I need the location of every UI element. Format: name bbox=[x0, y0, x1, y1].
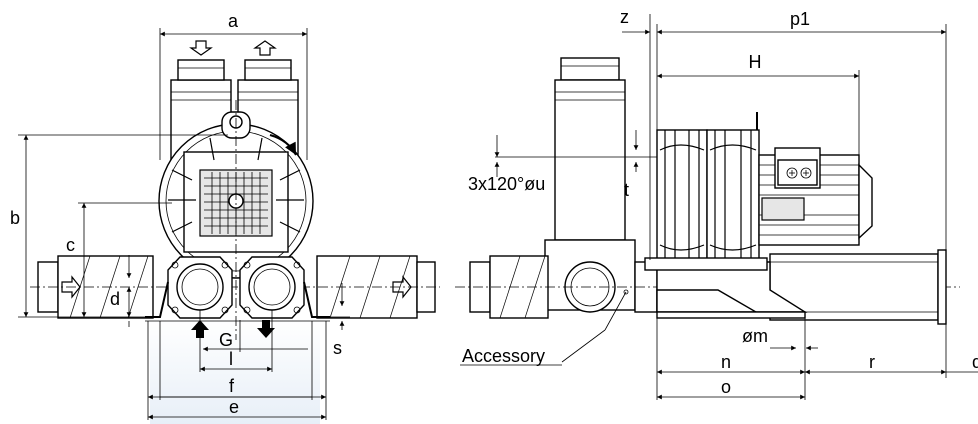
side-blower-stages bbox=[656, 112, 760, 263]
front-blower-housing bbox=[158, 111, 314, 279]
dim-b-label: b bbox=[10, 208, 20, 228]
dim-p1-label: p1 bbox=[790, 9, 810, 29]
terminal-icon bbox=[786, 167, 798, 179]
dim-a-label: a bbox=[228, 11, 239, 31]
dim-bolt-pattern-label: 3x120°øu bbox=[468, 174, 545, 194]
dim-o-label: o bbox=[721, 377, 731, 397]
dim-f-label: f bbox=[229, 376, 235, 396]
accessory-label: Accessory bbox=[462, 346, 545, 366]
side-filter bbox=[554, 57, 626, 241]
side-view bbox=[455, 57, 960, 325]
dim-H-label: H bbox=[749, 52, 762, 72]
outlet-solid-arrow-icon bbox=[257, 320, 275, 338]
side-motor bbox=[758, 147, 873, 246]
dim-d-label: d bbox=[110, 289, 120, 309]
dim-q-label: q bbox=[972, 352, 978, 372]
side-accessory-tee bbox=[544, 239, 658, 313]
dim-t-label: t bbox=[624, 180, 629, 200]
dim-n-label: n bbox=[721, 352, 731, 372]
dim-r-label: r bbox=[869, 352, 875, 372]
dim-c-label: c bbox=[66, 235, 75, 255]
dim-s-label: s bbox=[333, 338, 342, 358]
side-base-plate bbox=[644, 257, 808, 319]
inlet-arrow-icon bbox=[189, 40, 213, 56]
outlet-arrow-icon bbox=[253, 40, 277, 56]
front-port-flange-right bbox=[239, 256, 305, 319]
dim-z-label: z bbox=[620, 7, 629, 27]
dim-G-label: G bbox=[219, 330, 233, 350]
dim-l-label: l bbox=[229, 349, 233, 369]
dim-m-label: øm bbox=[742, 326, 768, 346]
side-dimensions: z p1 H 3x120°øu t Accessory øm n o bbox=[460, 7, 978, 400]
background-shade bbox=[150, 320, 320, 424]
front-dimensions: a b c d G l s f bbox=[10, 11, 350, 420]
dim-e-label: e bbox=[229, 397, 239, 417]
front-view bbox=[30, 40, 440, 340]
front-port-flange-left bbox=[167, 256, 233, 319]
